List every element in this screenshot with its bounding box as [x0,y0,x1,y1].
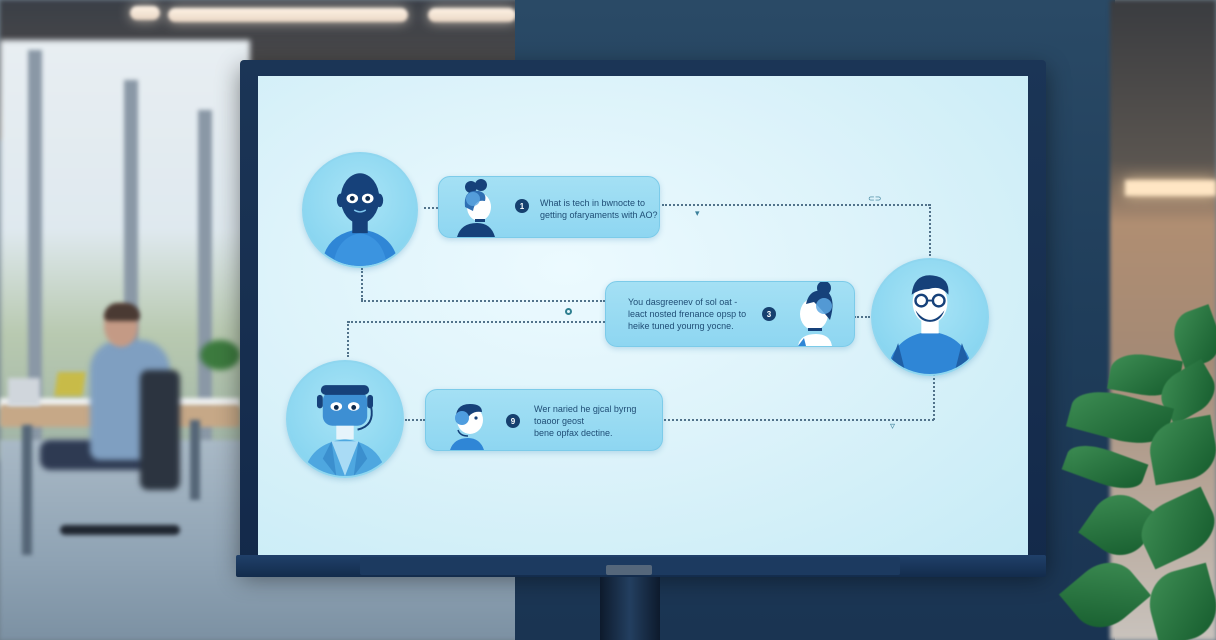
connector-line [933,374,935,420]
bubble-text: Wer naried he gjcal byrng toaoor geost b… [534,404,637,438]
office-chair [140,370,180,490]
woman-profile-icon [457,179,495,237]
ceiling-light [1125,180,1216,196]
background-plant [200,340,240,370]
step-number-badge: 9 [506,414,520,428]
window-mullion [28,50,42,450]
ceiling-light [168,8,408,22]
connector-line [424,207,438,209]
headset-agent-avatar-icon [303,385,387,476]
chair-base [60,525,180,535]
agent-profile-icon [450,404,484,450]
ceiling-light [130,6,160,20]
chat-bubble-step-9: 9 Wer naried he gjcal byrng toaoor geost… [425,389,663,451]
avatar-headset-agent [286,360,404,478]
ceiling-light [428,8,516,22]
bubble-text: What is tech in bwnocte to getting ofary… [540,198,658,220]
woman-profile-icon [798,282,833,346]
chat-bubble-step-1: 1 What is tech in bwnocte to getting ofa… [438,176,660,238]
laptop [54,372,86,396]
person-hair [104,303,140,321]
wall-display: ▾ ⊂⊃ ▿ [240,60,1046,570]
connector-line [361,300,605,302]
connector-line [854,316,870,318]
bus-marker-icon: ⊂⊃ [868,194,882,203]
connector-line [664,419,934,421]
step-number-badge: 3 [762,307,776,321]
monitor-logo-plate [606,565,652,575]
person-avatar-icon [321,173,399,266]
drop-marker-icon: ▿ [890,421,896,432]
avatar-man-with-glasses [871,258,989,376]
monitor-stand [600,577,660,640]
arrow-down-marker-icon: ▾ [695,208,700,218]
connector-line [929,204,931,256]
bubble-text: You dasgreenev of sol oat - leact nosted… [628,297,747,331]
connector-line [405,419,425,421]
desk-leg [22,425,32,555]
connector-line [361,268,363,300]
person-avatar-icon [886,275,974,374]
connector-line [662,204,930,206]
step-number-badge: 1 [515,199,529,213]
avatar-bald-man [302,152,418,268]
display-screen: ▾ ⊂⊃ ▿ [258,76,1028,556]
desk-leg [190,420,200,500]
connector-line [348,321,605,323]
laptop [8,378,40,406]
ring-marker-icon [565,308,572,315]
chat-bubble-step-3: You dasgreenev of sol oat - leact nosted… [605,281,855,347]
connector-line [347,321,349,357]
